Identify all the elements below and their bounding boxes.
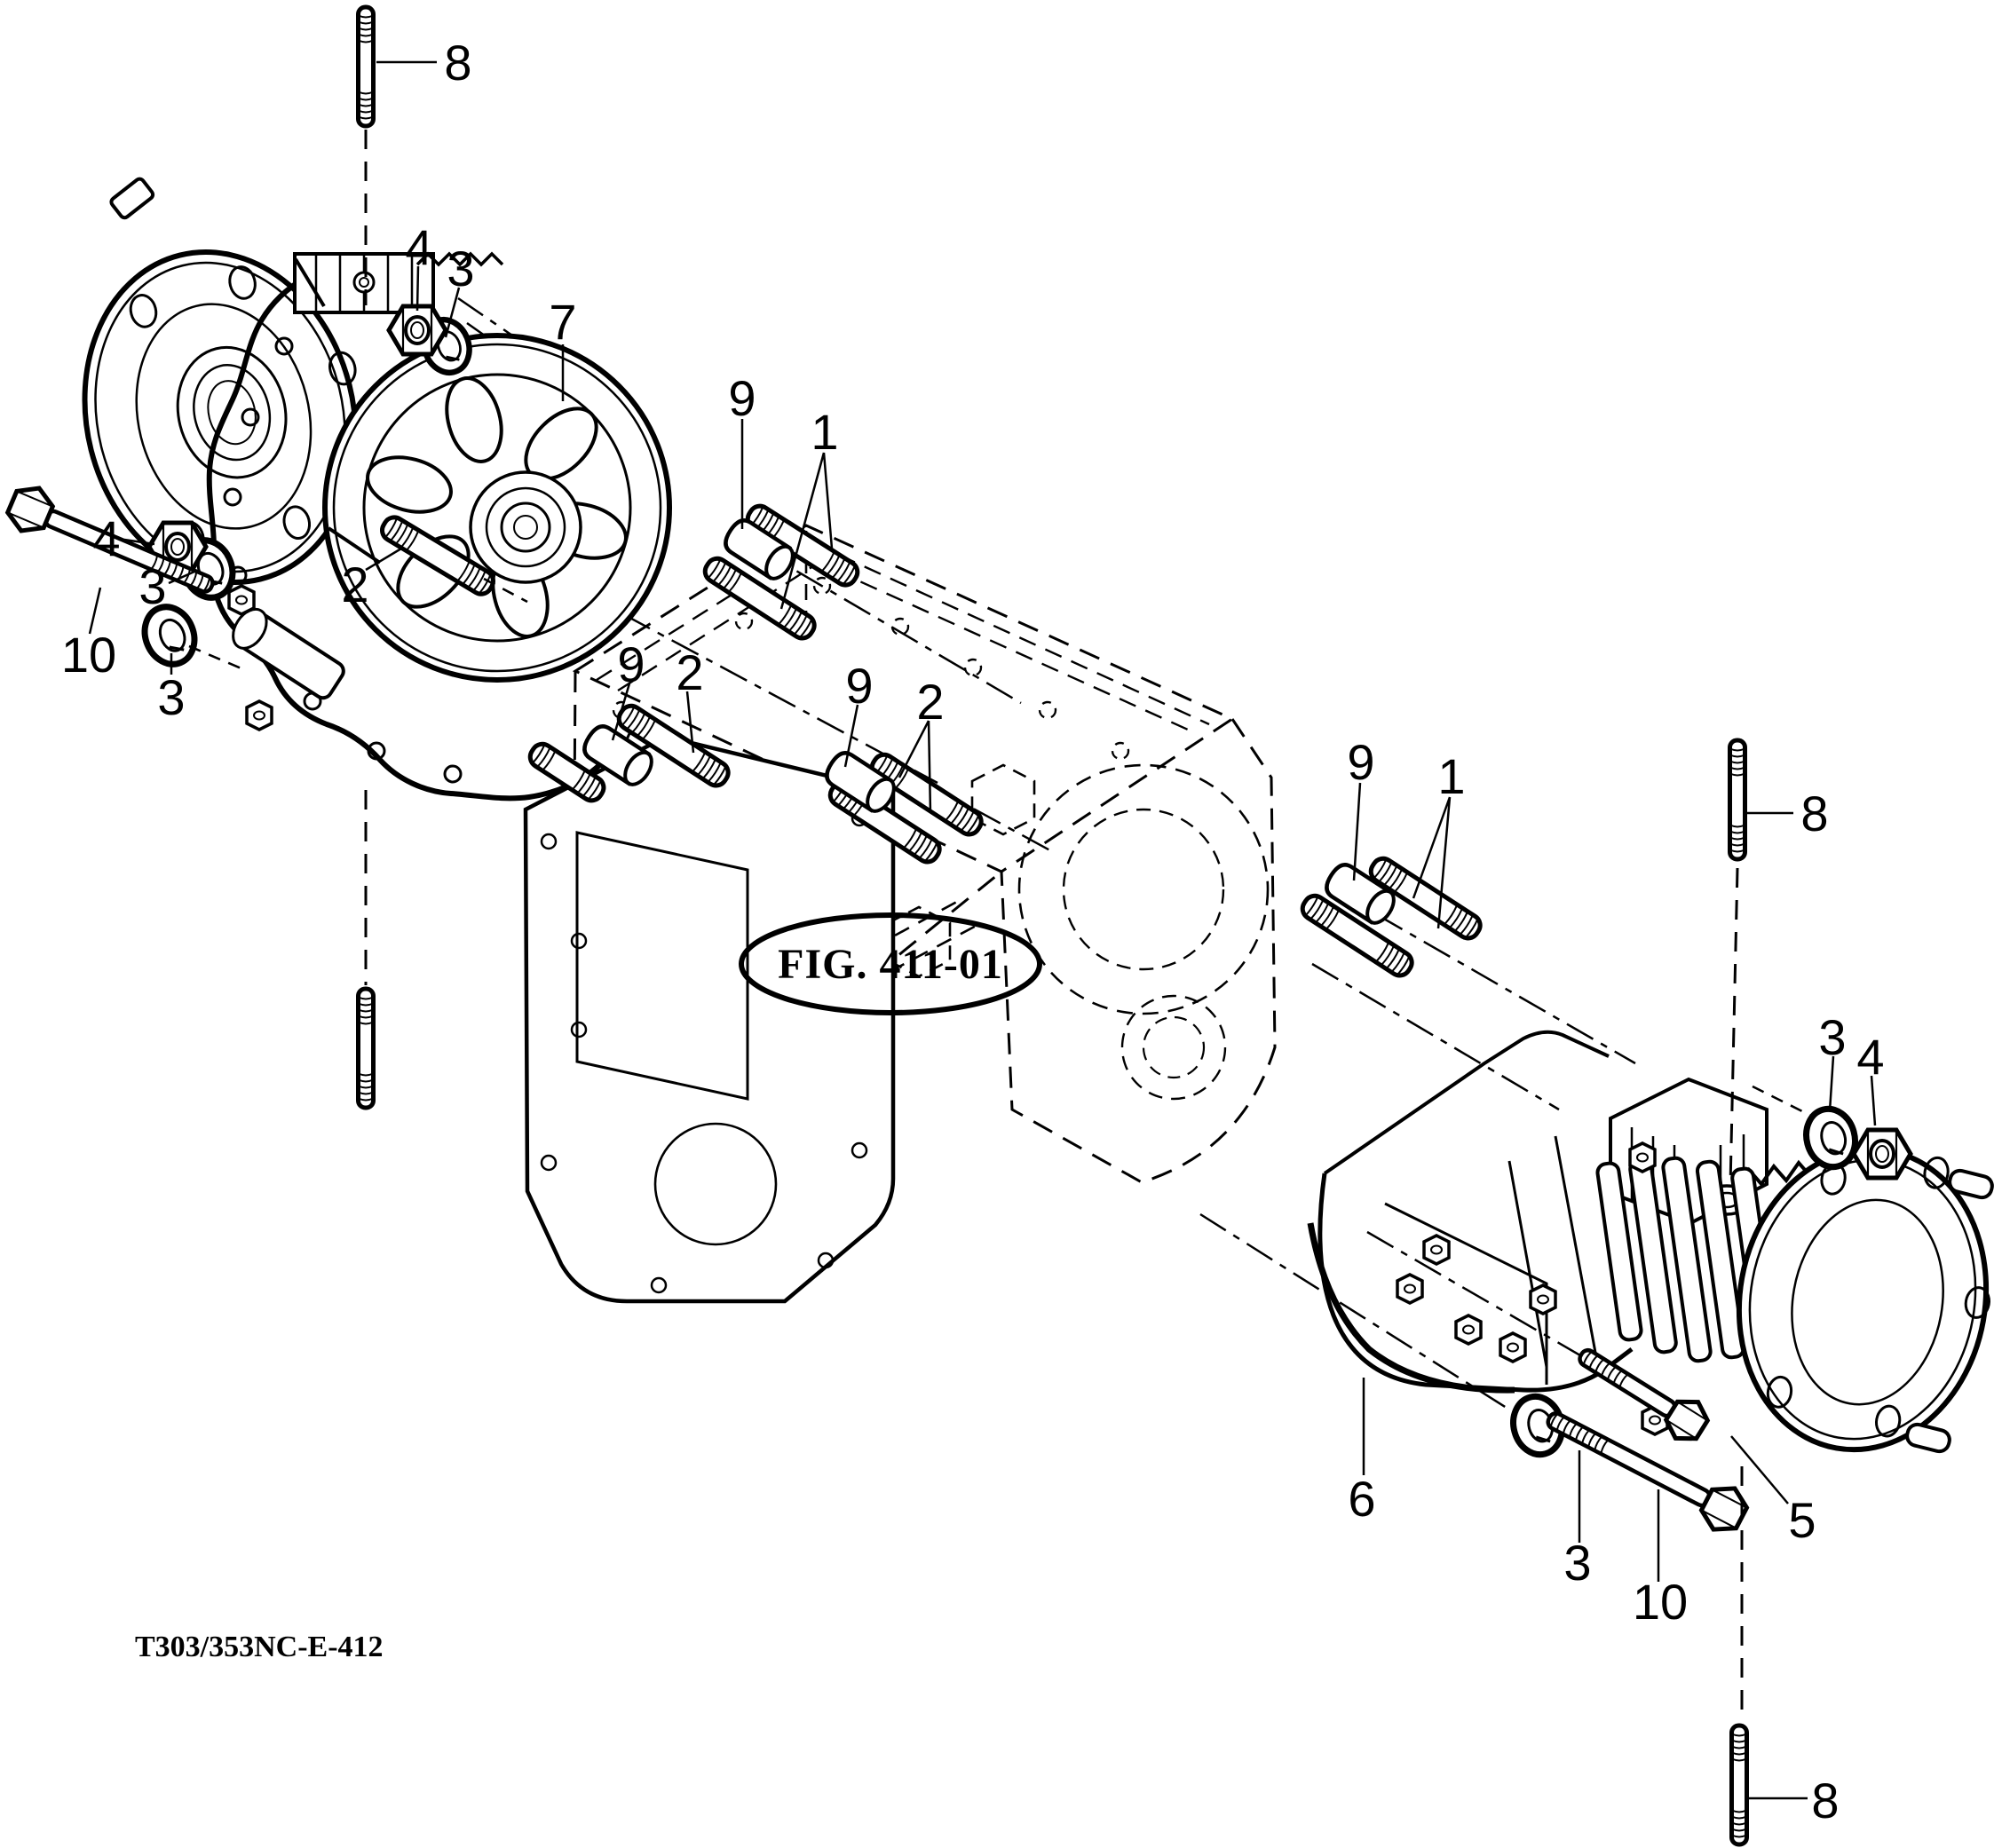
callout-label: 10 xyxy=(61,627,116,683)
callout-label: 3 xyxy=(1563,1535,1591,1591)
callout-label: 3 xyxy=(157,669,185,725)
leader-lines xyxy=(88,60,1877,1800)
callout-label: 9 xyxy=(1347,734,1374,790)
callout-label: 8 xyxy=(444,35,471,91)
figure-title: FIG. 411-01 xyxy=(778,941,1003,988)
callout-label: 10 xyxy=(1633,1574,1688,1630)
callout-label: 6 xyxy=(1348,1471,1375,1527)
bolt-head-icon xyxy=(227,584,256,616)
bolt-head-icon xyxy=(1628,1141,1657,1173)
stud-icon xyxy=(1732,1726,1747,1844)
bolt-head-icon xyxy=(1454,1314,1483,1346)
callout-label: 3 xyxy=(447,241,474,296)
callout-label: 8 xyxy=(1800,786,1828,841)
callout-label: 2 xyxy=(341,557,368,612)
callout-label: 1 xyxy=(1437,748,1465,804)
callout-label: 9 xyxy=(728,370,756,426)
left-stub-shaft xyxy=(109,177,155,220)
callout-label: 2 xyxy=(916,674,944,730)
bolt-head-icon xyxy=(1499,1331,1527,1363)
right-hub-flange xyxy=(1736,1146,1990,1453)
drawing-code: T303/353NC-E-412 xyxy=(135,1631,384,1663)
callout-label: 7 xyxy=(549,294,576,350)
callout-label: 9 xyxy=(617,636,645,692)
callout-label: 4 xyxy=(1856,1029,1884,1085)
bolt-head-icon xyxy=(1529,1283,1557,1315)
bolt-head-icon xyxy=(1422,1234,1451,1266)
left-axle-case xyxy=(82,177,672,802)
nut-icon xyxy=(1854,1130,1911,1178)
bolt-head-icon xyxy=(245,699,273,731)
callout-label: 3 xyxy=(138,558,166,614)
left-axle-shaft xyxy=(232,607,345,700)
stud-icon xyxy=(359,7,374,126)
callout-label: 4 xyxy=(92,510,120,566)
figure-title-balloon: FIG. 411-01 xyxy=(739,912,1042,1015)
stud-icon xyxy=(359,989,374,1108)
left-gear-box xyxy=(293,251,504,565)
callout-label: 8 xyxy=(1811,1773,1839,1828)
callout-label: 9 xyxy=(845,658,873,714)
callout-label: 5 xyxy=(1788,1492,1816,1548)
callout-labels: 8 4 3 7 4 3 10 3 2 9 2 9 1 9 2 9 1 8 3 4… xyxy=(61,35,1885,1828)
nut-icon xyxy=(389,306,446,354)
stud-icon xyxy=(1730,740,1745,859)
bolt-head-icon xyxy=(1396,1273,1424,1305)
callout-label: 3 xyxy=(1818,1009,1846,1065)
callout-label: 4 xyxy=(405,219,432,275)
right-axle-case xyxy=(1307,1030,1994,1454)
front-cover-plate xyxy=(523,726,896,1304)
left-hub-flange xyxy=(82,249,359,585)
assembly-axis-lines xyxy=(188,130,1814,1720)
callout-label: 1 xyxy=(811,404,838,460)
callout-label: 2 xyxy=(676,644,703,700)
